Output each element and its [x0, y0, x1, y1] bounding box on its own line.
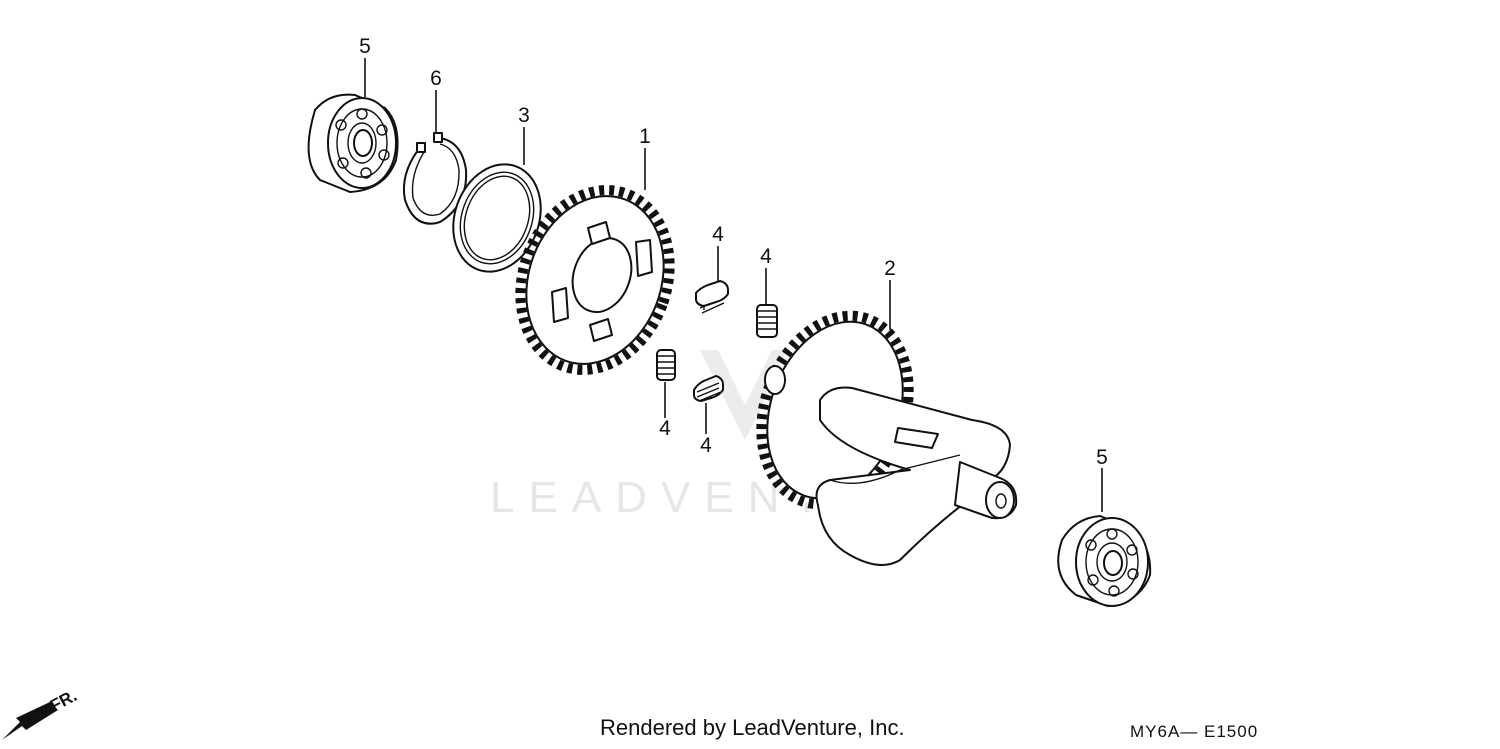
callout-bearing-bottom[interactable]: 5 — [1096, 446, 1108, 469]
callout-driven-gear[interactable]: 1 — [639, 125, 651, 148]
balancer-shaft[interactable] — [736, 295, 1018, 566]
spring-top-right[interactable] — [756, 304, 778, 338]
callout-bearing-top[interactable]: 5 — [359, 35, 371, 58]
spring-bottom-right[interactable] — [693, 375, 724, 402]
spring-bottom-left[interactable] — [656, 349, 676, 381]
circlip[interactable] — [402, 132, 468, 225]
callout-spring-bottom-right[interactable]: 4 — [700, 434, 712, 457]
bearing-bottom[interactable] — [1057, 515, 1152, 607]
callout-spring-top-left[interactable]: 4 — [712, 223, 724, 246]
callout-circlip[interactable]: 6 — [430, 67, 442, 90]
bearing-top[interactable] — [307, 93, 399, 193]
rendered-by-credit: Rendered by LeadVenture, Inc. — [600, 715, 905, 740]
leader-lines — [364, 58, 1103, 512]
driven-gear[interactable] — [496, 169, 694, 391]
callout-spring-top-right[interactable]: 4 — [760, 245, 772, 268]
callout-spring-bottom-left[interactable]: 4 — [659, 417, 671, 440]
front-direction-arrow-icon: FR. — [2, 686, 80, 740]
spring-top-left[interactable] — [695, 280, 729, 314]
diagram-code: MY6A— E1500 — [1130, 722, 1259, 741]
callout-balancer-shaft[interactable]: 2 — [884, 257, 896, 280]
callout-washer[interactable]: 3 — [518, 104, 530, 127]
